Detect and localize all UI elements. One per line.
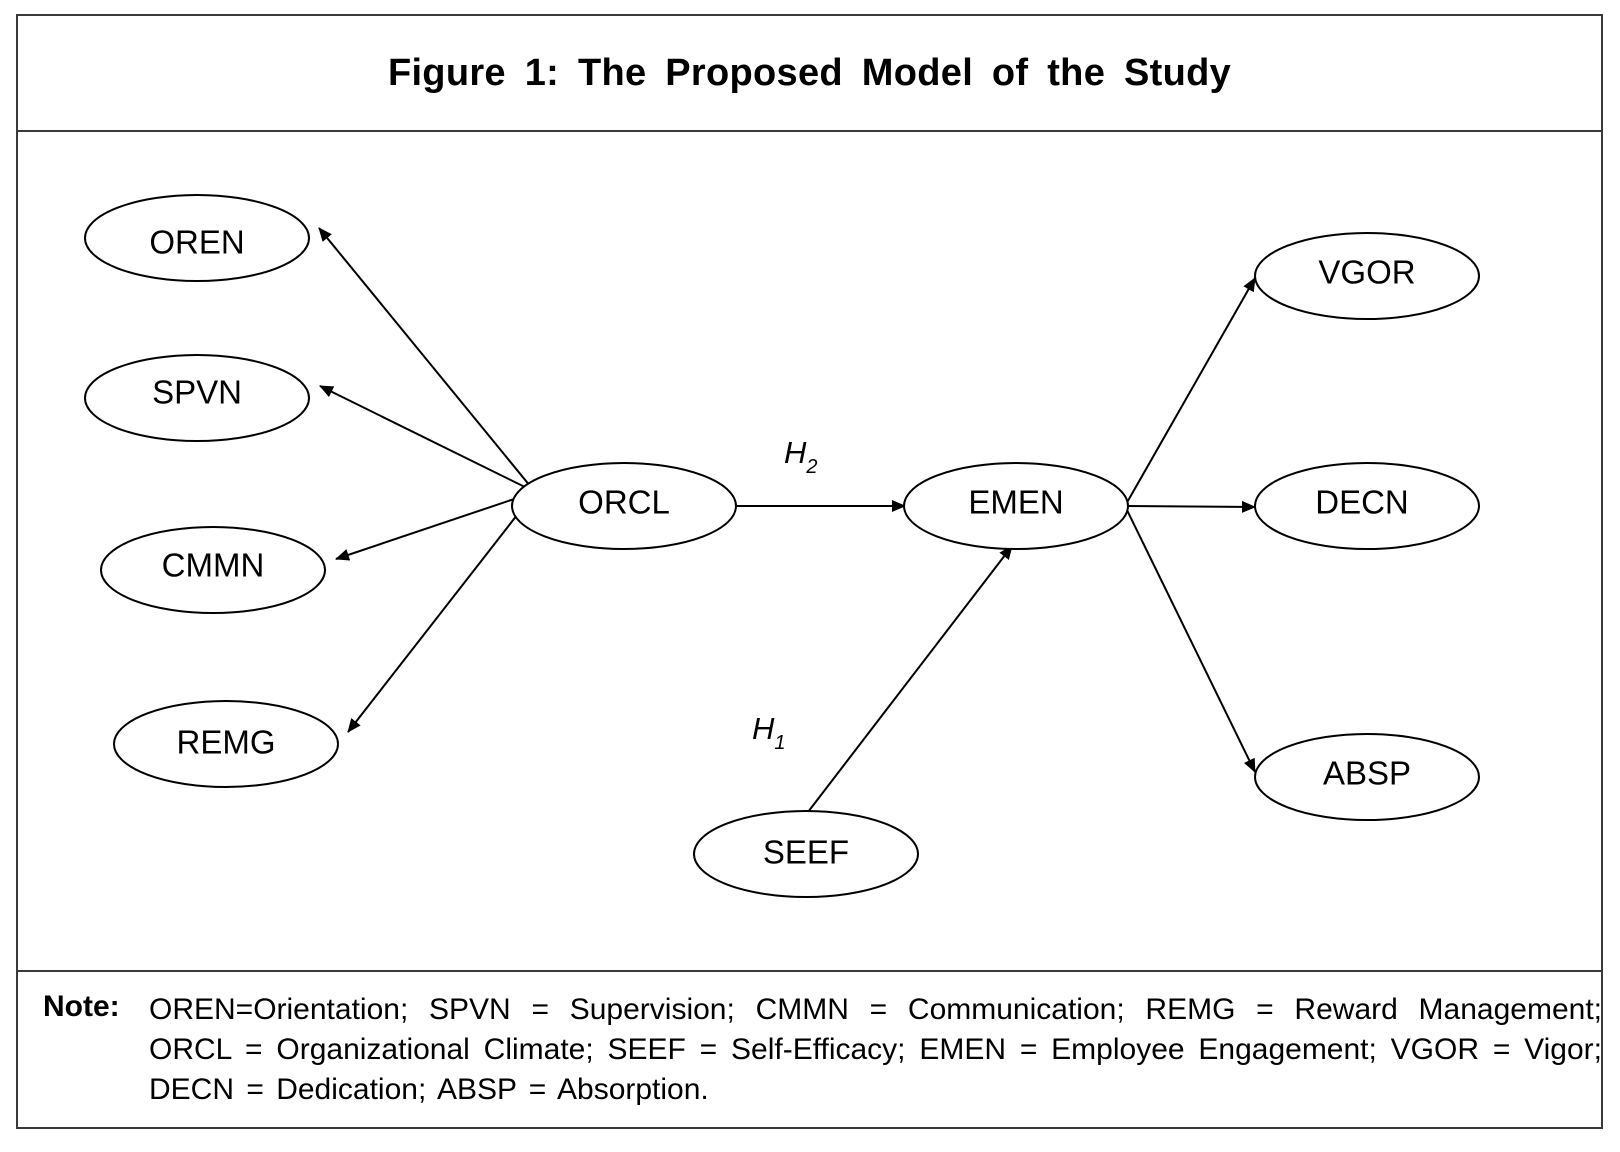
note-text: OREN=Orientation; SPVN = Supervision; CM…	[149, 993, 1602, 1106]
hypothesis-h2-label: H2	[784, 435, 818, 478]
note-label: Note:	[43, 990, 120, 1023]
node-vgor: VGOR	[1254, 232, 1480, 320]
arrow-orcl-remg	[347, 491, 536, 733]
node-cmmn: CMMN	[100, 526, 326, 614]
node-spvn-label: SPVN	[152, 374, 242, 411]
title-box: Figure 1: The Proposed Model of the Stud…	[18, 16, 1601, 132]
node-orcl-label: ORCL	[578, 484, 670, 521]
node-remg: REMG	[113, 700, 339, 788]
node-decn-label: DECN	[1315, 484, 1409, 521]
arrow-emen-absp	[1124, 505, 1256, 773]
arrow-emen-decn	[1124, 500, 1256, 513]
node-oren: OREN	[84, 194, 310, 282]
figure-frame: Figure 1: The Proposed Model of the Stud…	[16, 14, 1603, 1129]
node-oren-label: OREN	[149, 224, 244, 261]
arrow-orcl-cmmn	[335, 491, 536, 561]
arrow-emen-vgor	[1124, 277, 1256, 507]
arrow-seef-emen	[807, 545, 1013, 813]
node-absp: ABSP	[1254, 733, 1480, 821]
node-absp-label: ABSP	[1323, 755, 1411, 792]
node-emen-label: EMEN	[968, 484, 1063, 521]
node-remg-label: REMG	[177, 724, 276, 761]
node-emen: EMEN	[903, 462, 1129, 550]
node-decn: DECN	[1254, 462, 1480, 550]
model-diagram: OREN SPVN CMMN REMG ORCL EMEN SEEF VGOR	[84, 194, 1480, 898]
arrow-orcl-oren	[318, 227, 536, 493]
node-seef: SEEF	[693, 810, 919, 898]
node-vgor-label: VGOR	[1318, 254, 1415, 291]
node-seef-label: SEEF	[763, 834, 849, 871]
hypothesis-h1-label: H1	[752, 711, 786, 754]
node-cmmn-label: CMMN	[162, 547, 265, 584]
node-orcl: ORCL	[511, 462, 737, 550]
figure-title: Figure 1: The Proposed Model of the Stud…	[387, 51, 1232, 94]
arrow-orcl-spvn	[319, 385, 536, 493]
node-spvn: SPVN	[84, 354, 310, 442]
note-box: Note: OREN=Orientation; SPVN = Supervisi…	[18, 970, 1602, 1127]
